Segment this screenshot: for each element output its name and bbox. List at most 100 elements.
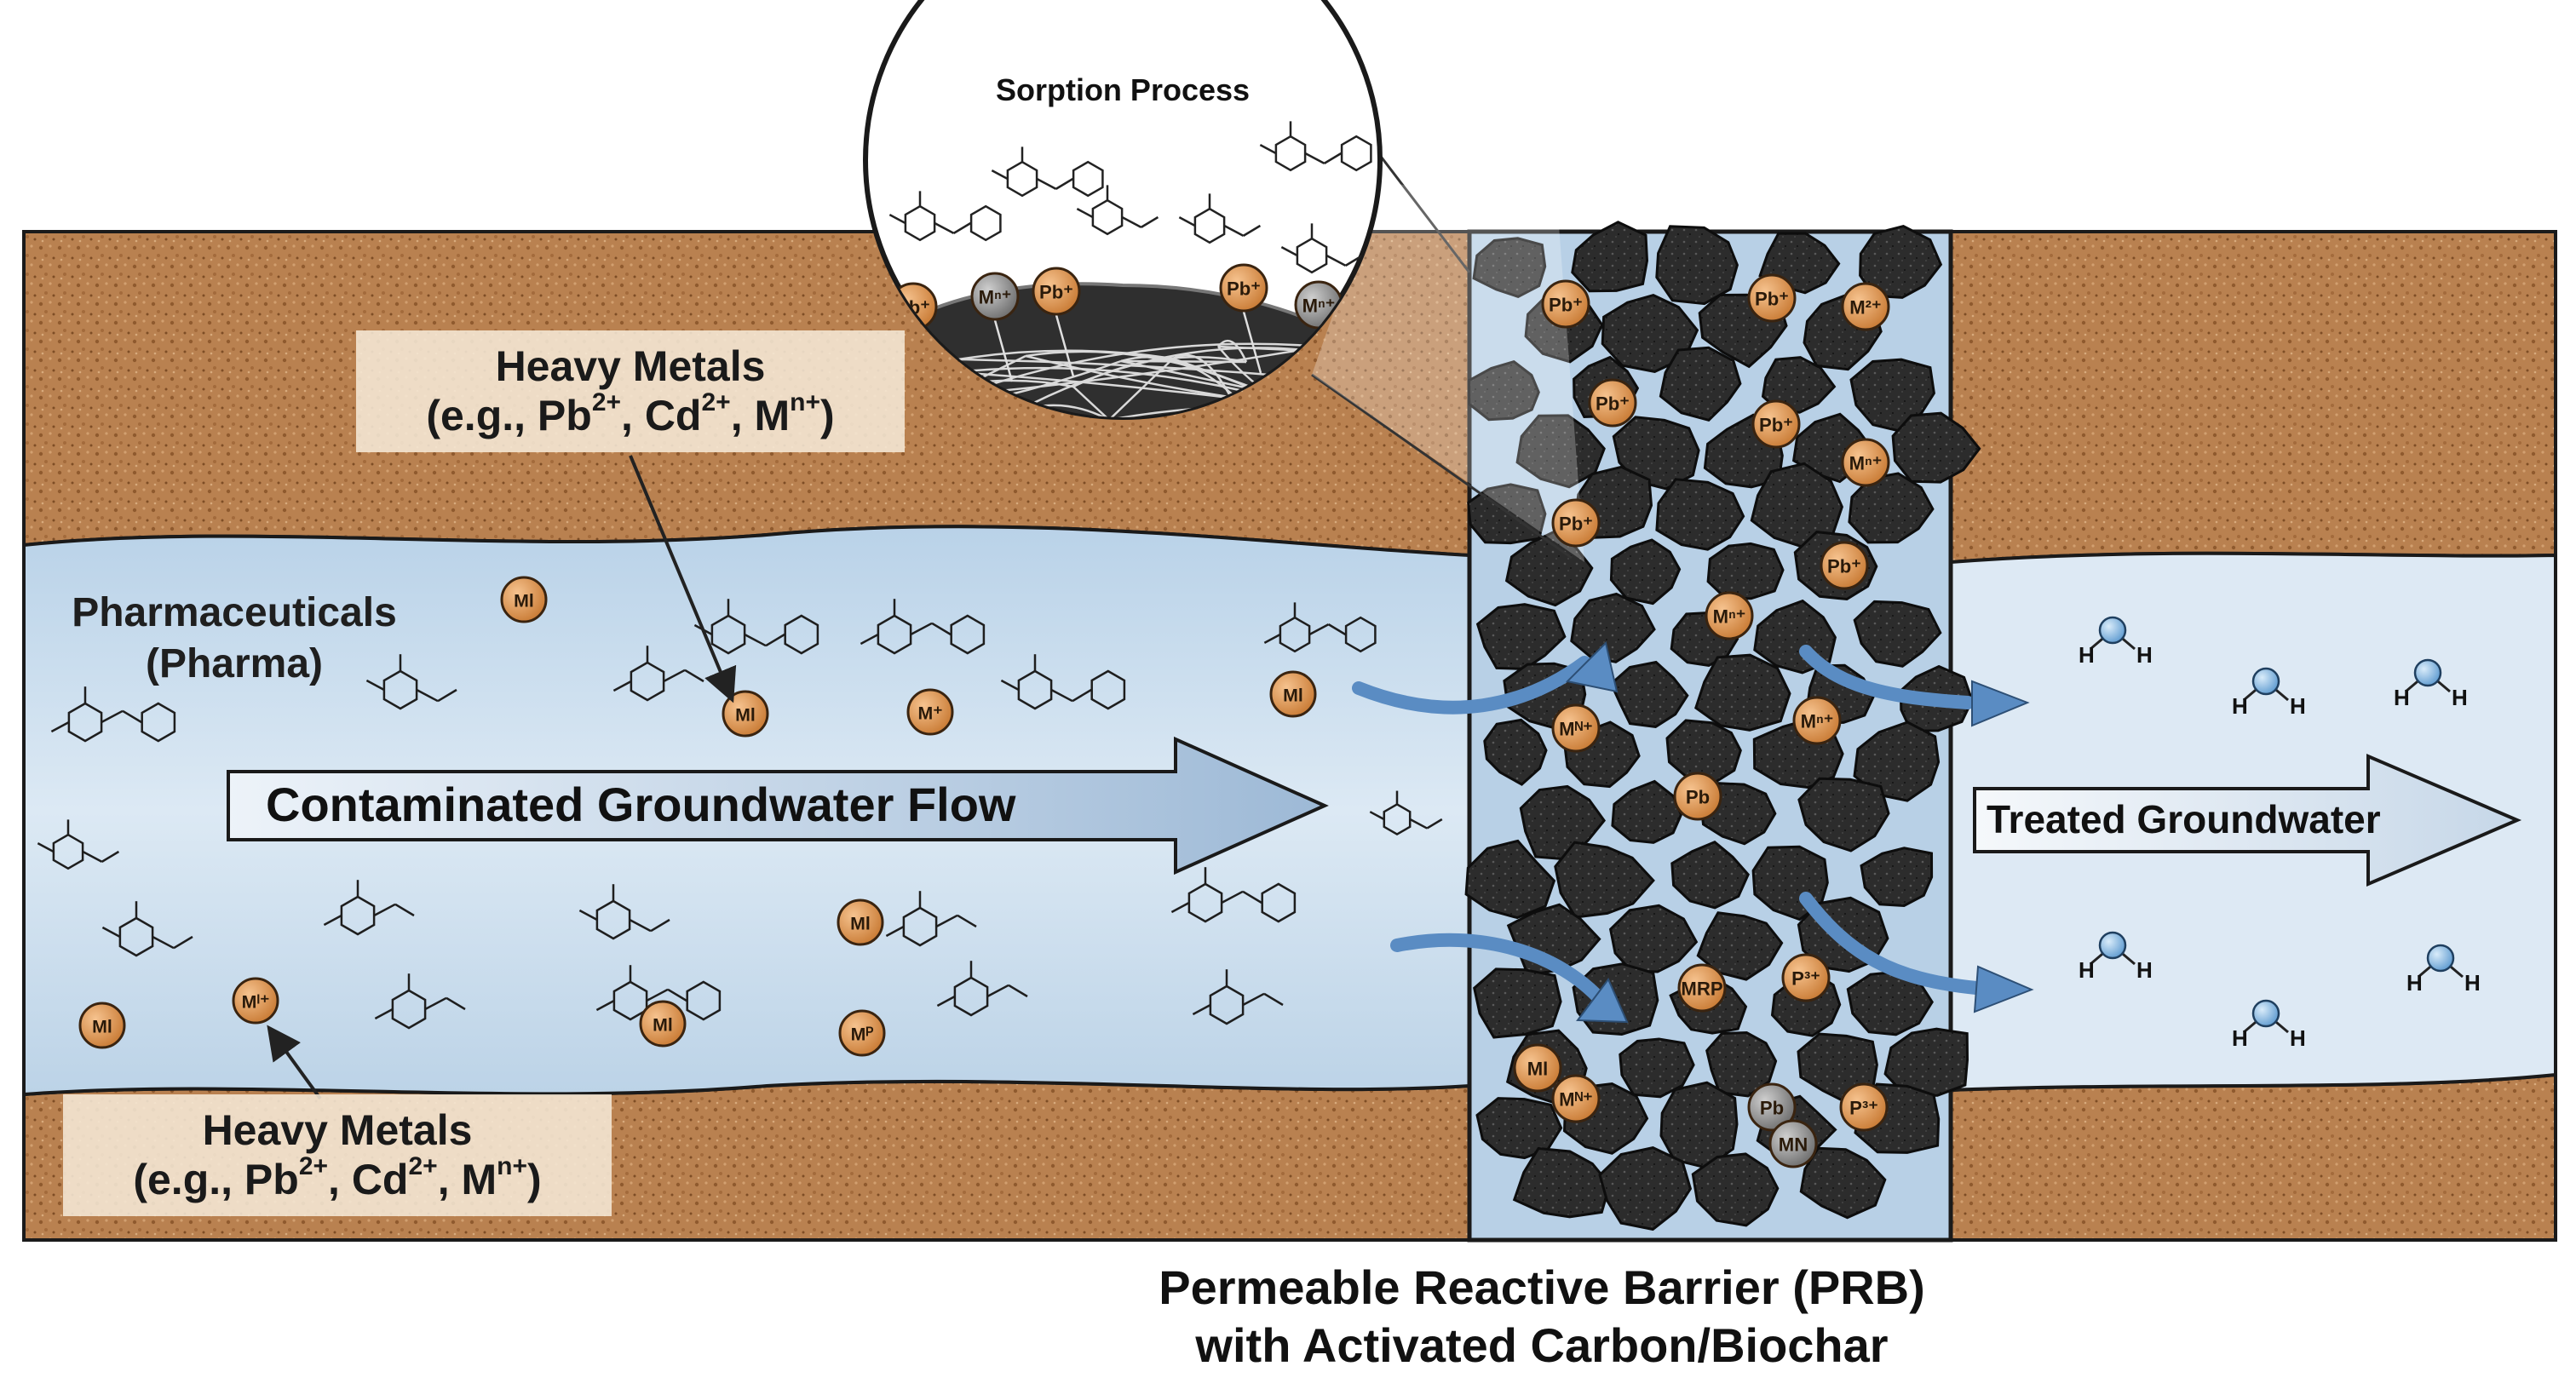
- bond: [765, 633, 785, 647]
- molecule-structure: [991, 146, 1104, 198]
- hydrogen-label: H: [2452, 685, 2468, 710]
- carbon-chunk: [1883, 1027, 1969, 1098]
- surface-bond: [1072, 355, 1247, 388]
- curved-arrow-heads: [1565, 641, 2034, 1024]
- molecule-structure: [1076, 185, 1159, 236]
- molecule-structure: [101, 901, 193, 957]
- hydrogen-label: H: [2232, 693, 2248, 719]
- bond: [1223, 224, 1245, 237]
- inset-ions: Pb⁺Mⁿ⁺Pb⁺Pb⁺Mⁿ⁺: [888, 263, 1343, 331]
- oxygen-atom: [2426, 944, 2455, 973]
- metal-ion: MRP: [1677, 963, 1727, 1013]
- ion-label: Mⁿ⁺: [1801, 711, 1834, 732]
- benzene-ring: [595, 899, 631, 940]
- treated-flow-arrow: [1973, 753, 2522, 887]
- bond: [646, 988, 669, 1002]
- ion-label: Mᴺ⁺: [1559, 719, 1593, 740]
- curved-flow-arrows: [1352, 645, 1983, 1008]
- carbon-chunk: [1464, 839, 1556, 920]
- ion-label: Pb⁺: [1549, 295, 1583, 316]
- metal-ion: Ml: [78, 1002, 126, 1049]
- bond: [934, 221, 955, 234]
- molecule-structure: [374, 973, 466, 1030]
- hydrogen-label: H: [2232, 1025, 2248, 1051]
- benzene-ring: [340, 895, 376, 936]
- benzene-ring: [391, 989, 427, 1030]
- heavy-metals-examples: (e.g., Pb2+, Cd2+, Mn+): [133, 1151, 542, 1203]
- hydrogen-label: H: [2394, 685, 2410, 710]
- carbon-chunk: [1598, 1146, 1693, 1231]
- bond: [1242, 890, 1262, 904]
- ion-label: Pb⁺: [1596, 393, 1630, 415]
- bond: [888, 213, 906, 225]
- benzene-ring: [969, 204, 1002, 242]
- sorption-bond: [1242, 311, 1262, 374]
- surface-bond: [954, 370, 1238, 400]
- oxygen-atom: [2413, 658, 2442, 687]
- carbon-chunk: [1609, 660, 1689, 728]
- metal-ion: Pb⁺: [1541, 279, 1590, 329]
- hydrogen-label: H: [2290, 693, 2306, 719]
- molecule-structure: [595, 965, 722, 1021]
- sorption-bond: [1055, 314, 1075, 377]
- bond: [437, 688, 457, 703]
- bond: [446, 996, 466, 1011]
- barrier-caption: Permeable Reactive Barrier (PRB) with Ac…: [1133, 1259, 1951, 1375]
- inset-title: Sorption Process: [996, 72, 1250, 107]
- carbon-chunk: [1670, 840, 1750, 910]
- bond: [1192, 1003, 1211, 1016]
- bond: [885, 925, 905, 938]
- bond: [595, 999, 615, 1012]
- benzene-ring: [141, 702, 176, 743]
- surface-bond: [1217, 345, 1312, 353]
- bond: [373, 903, 396, 917]
- ion-label: Ml: [850, 913, 871, 933]
- bond: [952, 221, 972, 234]
- bond: [416, 688, 439, 703]
- oxygen-atom: [2098, 616, 2127, 645]
- bond: [1055, 177, 1074, 190]
- molecule-structure: [1170, 867, 1297, 923]
- hydrogen-label: H: [2079, 957, 2095, 983]
- ion-label: Ml: [1283, 685, 1303, 705]
- ion-label: Ml: [653, 1014, 673, 1035]
- carbon-chunk: [1468, 359, 1540, 422]
- bond: [1072, 688, 1092, 703]
- benzene-ring: [1091, 198, 1124, 236]
- ion-label: Mⁿ⁺: [1713, 606, 1746, 628]
- heavy-metals-title: Heavy Metals: [202, 1106, 473, 1154]
- bond: [1050, 688, 1073, 703]
- heavy-metals-callout-lower: Heavy Metals (e.g., Pb2+, Cd2+, Mn+): [63, 1094, 612, 1216]
- surface-bond: [1217, 339, 1248, 363]
- bond: [1369, 811, 1385, 821]
- ion-label: Mᴵ⁺: [242, 991, 270, 1012]
- bond: [82, 850, 103, 863]
- metal-ion: M²⁺: [1841, 282, 1890, 331]
- pharmaceutical-molecules: [37, 599, 1443, 1030]
- carbon-chunk: [1608, 904, 1699, 973]
- bond: [910, 622, 933, 636]
- metal-ion: Mⁿ⁺: [1792, 696, 1842, 745]
- molecule-structure: [1259, 121, 1372, 172]
- carbon-chunk: [1859, 225, 1943, 299]
- metal-ion: Ml: [837, 898, 884, 946]
- contaminated-flow-label: Contaminated Groundwater Flow: [266, 778, 1016, 831]
- molecule-structure: [578, 884, 670, 940]
- metal-ion: Ml: [722, 690, 769, 738]
- benzene-ring: [1193, 207, 1226, 244]
- metal-ion: Ml: [639, 1000, 687, 1048]
- ion-label: Mⁿ⁺: [979, 287, 1012, 308]
- bond: [684, 669, 704, 683]
- molecule-structure: [1280, 223, 1364, 274]
- benzene-ring: [1006, 160, 1038, 198]
- hydrogen-label: H: [2136, 642, 2153, 668]
- carbon-chunk: [1570, 592, 1656, 663]
- bond: [1036, 177, 1057, 190]
- ion-label: Pb⁺: [1755, 289, 1789, 310]
- benzene-ring: [1296, 237, 1328, 274]
- metal-ion: Pb⁺: [1751, 399, 1801, 449]
